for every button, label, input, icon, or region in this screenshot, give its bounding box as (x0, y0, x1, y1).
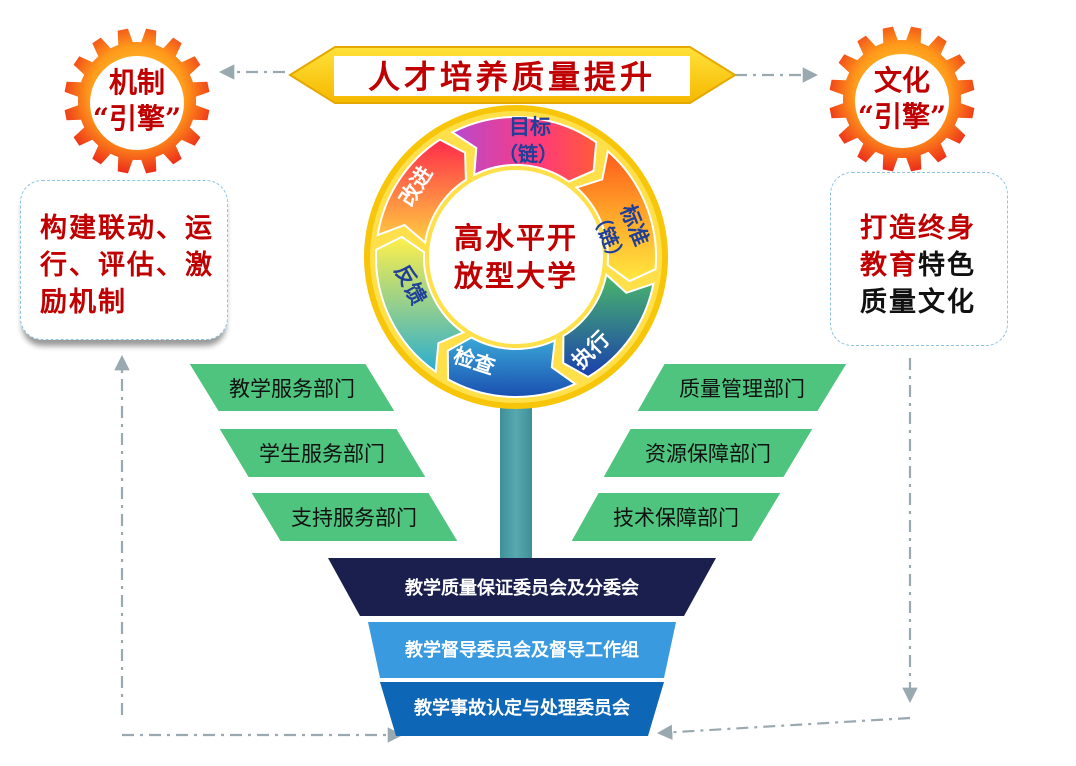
right-panel-line-3: 质量文化 (860, 287, 976, 318)
segment-execute (562, 272, 655, 379)
right-culture-panel (830, 172, 1008, 346)
segment-improve (376, 138, 467, 245)
right-panel-line-2: 教育特色 (860, 247, 976, 284)
right-panel-line-2-red: 教育 (860, 250, 918, 281)
department-left-3: 支持服务部门 (291, 506, 417, 530)
right-department-list: 质量管理部门 资源保障部门 技术保障部门 (568, 362, 850, 543)
quality-cycle: 高水平开 放型大学 目标 （链） 标准 （链） 执行 检查 反馈 改进 (364, 105, 668, 409)
segment-goal-sublabel: （链） (498, 142, 558, 166)
cycle-stem (500, 398, 532, 560)
committee-funnel: 教学质量保证委员会及分委会 教学督导委员会及督导工作组 教学事故认定与处理委员会 (328, 558, 716, 736)
segment-check (446, 336, 578, 398)
department-right-1: 质量管理部门 (679, 377, 805, 401)
left-gear-subtitle: “引擎” (93, 102, 181, 135)
right-panel-line-1: 打造终身 (860, 213, 976, 244)
department-right-3: 技术保障部门 (613, 506, 739, 530)
right-gear-title: 文化 (874, 64, 930, 97)
connector-right-bottom (656, 716, 911, 740)
right-gear-subtitle: “引擎” (858, 100, 946, 133)
left-gear-title: 机制 (109, 66, 165, 99)
department-right-2: 资源保障部门 (645, 442, 771, 466)
segment-standard (574, 149, 658, 283)
department-left-2: 学生服务部门 (259, 442, 385, 466)
gear-icon: 机制 “引擎” (64, 28, 210, 174)
left-panel-text: 构建联动、运 行、评估、激 励机制 (40, 210, 214, 321)
gear-icon: 文化 “引擎” (829, 26, 975, 172)
committee-3: 教学事故认定与处理委员会 (414, 697, 630, 719)
committee-2: 教学督导委员会及督导工作组 (405, 639, 639, 661)
top-banner: 人才培养质量提升 (288, 46, 737, 104)
cycle-center-line1: 高水平开 (454, 221, 578, 255)
department-left-1: 教学服务部门 (229, 377, 355, 401)
segment-goal (450, 116, 598, 183)
banner-title: 人才培养质量提升 (368, 58, 656, 96)
left-panel-line-2: 行、评估、激 (40, 250, 214, 281)
left-department-list: 教学服务部门 学生服务部门 支持服务部门 (186, 362, 461, 543)
segment-goal-label: 目标 (509, 114, 551, 139)
left-panel-line-3: 励机制 (40, 287, 127, 318)
committee-1: 教学质量保证委员会及分委会 (405, 577, 639, 599)
right-panel-line-2-dark: 特色 (918, 250, 976, 281)
cycle-segments (375, 116, 658, 398)
connector-lines (114, 64, 918, 743)
segment-feedback (375, 235, 466, 374)
cycle-center-line2: 放型大学 (453, 259, 578, 293)
left-panel-line-1: 构建联动、运 (40, 213, 214, 244)
right-panel-text: 打造终身 教育特色 质量文化 (860, 210, 976, 321)
left-mechanism-panel (20, 180, 228, 340)
